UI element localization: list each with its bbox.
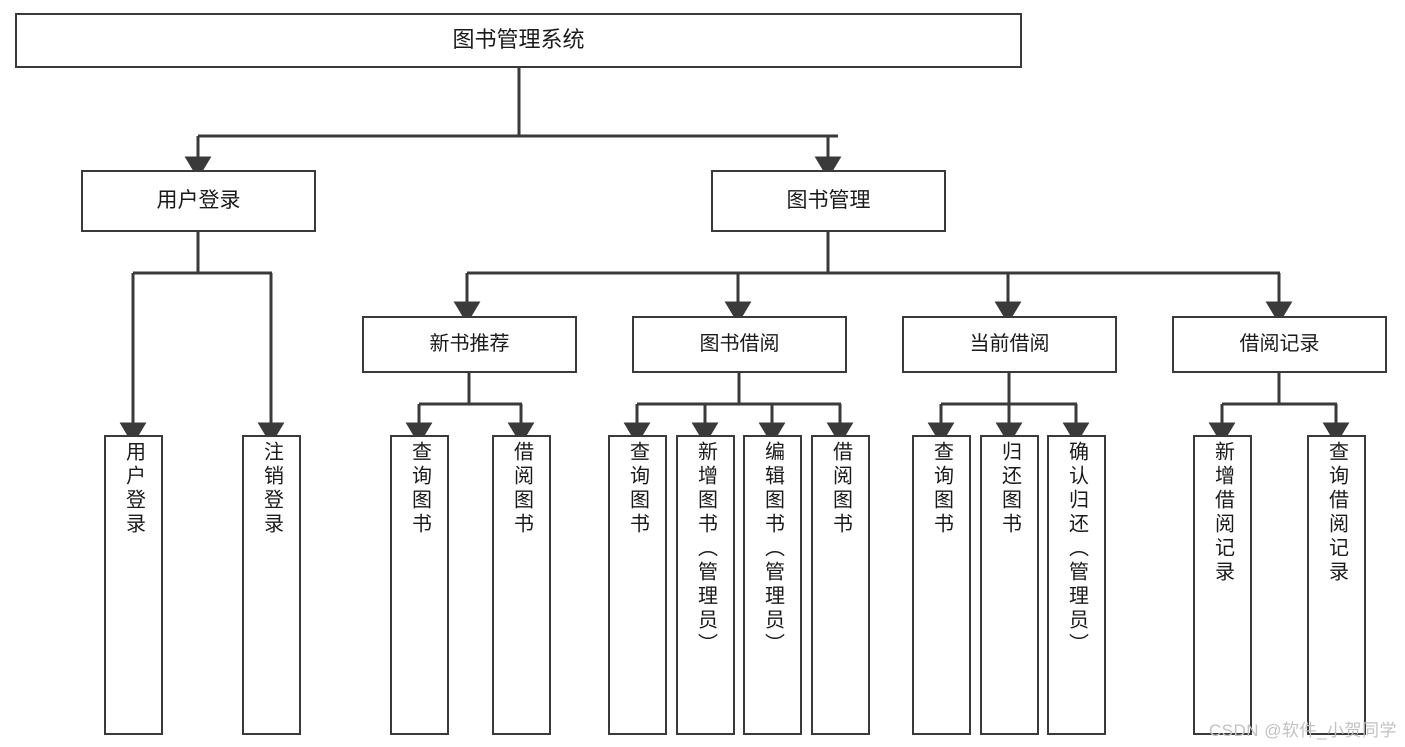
node-borrow-record[interactable]: 借阅记录	[1172, 316, 1387, 373]
node-book-borrow-label: 图书借阅	[699, 333, 780, 356]
leaf-query-book-1[interactable]: 查询图书	[390, 435, 449, 735]
node-user-login[interactable]: 用户登录	[81, 170, 316, 232]
node-user-login-label: 用户登录	[156, 189, 241, 213]
leaf-edit-book[interactable]: 编辑图书（管理员）	[743, 435, 802, 735]
leaf-edit-book-label: 编辑图书（管理员）	[761, 441, 784, 657]
leaf-borrow-book-1[interactable]: 借阅图书	[492, 435, 551, 735]
node-root[interactable]: 图书管理系统	[15, 13, 1022, 68]
leaf-query-book-2[interactable]: 查询图书	[608, 435, 667, 735]
node-book-manage[interactable]: 图书管理	[711, 170, 946, 232]
leaf-borrow-book-2[interactable]: 借阅图书	[811, 435, 870, 735]
leaf-add-record[interactable]: 新增借阅记录	[1193, 435, 1252, 735]
leaf-borrow-book-2-label: 借阅图书	[829, 441, 852, 537]
node-new-book-recommend-label: 新书推荐	[429, 333, 510, 356]
leaf-add-book[interactable]: 新增图书（管理员）	[676, 435, 735, 735]
leaf-user-login[interactable]: 用户登录	[104, 435, 163, 735]
leaf-confirm-return-label: 确认归还（管理员）	[1065, 441, 1088, 657]
leaf-query-record-label: 查询借阅记录	[1325, 441, 1348, 585]
node-book-manage-label: 图书管理	[786, 189, 871, 213]
leaf-return-book[interactable]: 归还图书	[980, 435, 1039, 735]
node-root-label: 图书管理系统	[452, 27, 585, 53]
leaf-add-record-label: 新增借阅记录	[1211, 441, 1234, 585]
leaf-query-record[interactable]: 查询借阅记录	[1307, 435, 1366, 735]
node-borrow-record-label: 借阅记录	[1239, 333, 1320, 356]
csdn-watermark: CSDN @软件_小贺同学	[1208, 721, 1397, 740]
leaf-user-login-label: 用户登录	[122, 441, 145, 537]
leaf-logout-label: 注销登录	[260, 441, 283, 537]
node-current-borrow-label: 当前借阅	[969, 333, 1050, 356]
node-current-borrow[interactable]: 当前借阅	[902, 316, 1117, 373]
node-book-borrow[interactable]: 图书借阅	[632, 316, 847, 373]
node-new-book-recommend[interactable]: 新书推荐	[362, 316, 577, 373]
leaf-query-book-3-label: 查询图书	[930, 441, 953, 537]
leaf-logout[interactable]: 注销登录	[242, 435, 301, 735]
leaf-query-book-3[interactable]: 查询图书	[912, 435, 971, 735]
leaf-add-book-label: 新增图书（管理员）	[694, 441, 717, 657]
leaf-query-book-2-label: 查询图书	[626, 441, 649, 537]
leaf-borrow-book-1-label: 借阅图书	[510, 441, 533, 537]
leaf-confirm-return[interactable]: 确认归还（管理员）	[1047, 435, 1106, 735]
leaf-query-book-1-label: 查询图书	[408, 441, 431, 537]
leaf-return-book-label: 归还图书	[998, 441, 1021, 537]
